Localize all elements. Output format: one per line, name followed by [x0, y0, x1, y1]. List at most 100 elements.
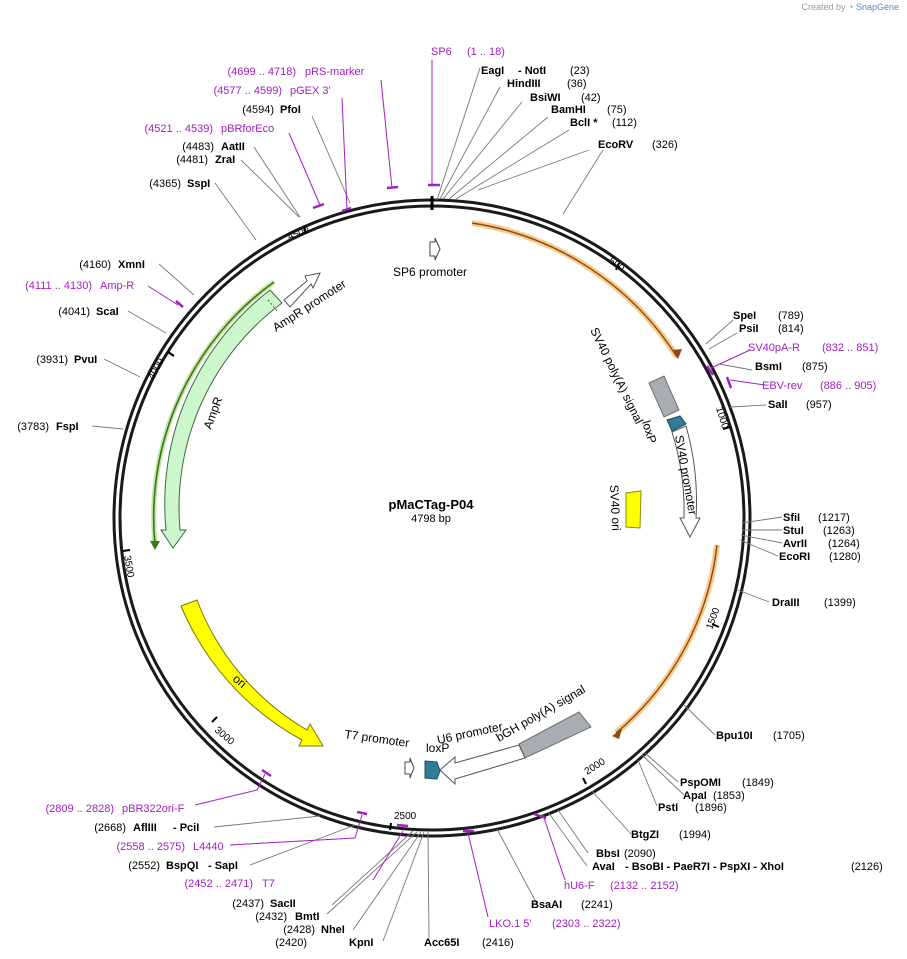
- tick-4000: 4000: [146, 351, 175, 382]
- svg-text:(1705): (1705): [773, 730, 805, 742]
- svg-text:Acc65I: Acc65I: [424, 937, 459, 949]
- site-label: EcoRV(326): [598, 139, 678, 151]
- svg-text:SV40pA-R: SV40pA-R: [748, 342, 800, 354]
- orange-arc-right-arrowhead: [612, 729, 622, 739]
- site-label: BamHI (75): [551, 104, 627, 116]
- site-label: AvaI- BsoBI - PaeR7I - PspXI - XhoI(2126…: [592, 861, 883, 873]
- site-label: BsaAI(2241): [531, 899, 613, 911]
- svg-text:(1 .. 18): (1 .. 18): [467, 46, 505, 58]
- svg-text:BamHI: BamHI: [551, 104, 586, 116]
- sv40-polya-box: [648, 375, 680, 418]
- svg-text:pGEX 3': pGEX 3': [290, 85, 331, 97]
- svg-text:(2437): (2437): [232, 898, 264, 910]
- tick-2500: 2500: [389, 811, 417, 831]
- u6-promoter-arrow: [439, 744, 526, 786]
- svg-text:(1264): (1264): [828, 538, 860, 550]
- svg-text:(832 .. 851): (832 .. 851): [822, 342, 878, 354]
- svg-text:SfiI: SfiI: [783, 512, 800, 524]
- site-label: SfiI(1217): [783, 512, 850, 524]
- site-label: (3783)FspI: [17, 421, 78, 433]
- primer-label: SP6 (1 .. 18): [431, 46, 505, 58]
- svg-text:4500: 4500: [286, 225, 311, 243]
- svg-text:(23): (23): [570, 65, 590, 77]
- credit-brand: SnapGene: [855, 2, 899, 12]
- primer-label: (4577 .. 4599)pGEX 3': [214, 85, 331, 97]
- svg-text:BtgZI: BtgZI: [631, 829, 659, 841]
- svg-text:1500: 1500: [704, 606, 722, 631]
- svg-text:(75): (75): [607, 104, 627, 116]
- svg-text:(4041): (4041): [58, 306, 90, 318]
- primer-label: (2809 .. 2828)pBR322ori-F: [46, 803, 185, 815]
- svg-text:HindIII: HindIII: [507, 78, 541, 90]
- sv40-polya-label: SV40 poly(A) signal: [587, 325, 646, 426]
- svg-text:(1994): (1994): [679, 829, 711, 841]
- ori-arrow: [180, 599, 324, 747]
- plasmid-title-group: pMaCTag-P04 4798 bp: [389, 497, 475, 525]
- site-label: (4483)AatII: [182, 141, 245, 153]
- svg-text:XmnI: XmnI: [118, 259, 145, 271]
- svg-text:(2809 .. 2828): (2809 .. 2828): [46, 803, 115, 815]
- site-label: SpeI(789): [733, 310, 804, 322]
- svg-text:NheI: NheI: [321, 924, 345, 936]
- site-label: ApaI(1853): [683, 790, 745, 802]
- site-label: PstI(1896): [658, 802, 727, 814]
- site-label: BtgZI (1994): [631, 829, 711, 841]
- svg-text:(4483): (4483): [182, 141, 214, 153]
- site-label: Acc65I (2416): [424, 937, 514, 949]
- svg-text:(2668): (2668): [94, 822, 126, 834]
- site-label: BclI *(112): [570, 117, 637, 129]
- svg-text:(2132 .. 2152): (2132 .. 2152): [610, 880, 679, 892]
- svg-text:pRS-marker: pRS-marker: [305, 66, 365, 78]
- svg-text:StuI: StuI: [783, 525, 804, 537]
- site-label: (2420)KpnI: [275, 937, 373, 949]
- site-label: EcoRI(1280): [779, 551, 861, 563]
- svg-text:SalI: SalI: [768, 399, 788, 411]
- svg-text:EcoRV: EcoRV: [598, 139, 634, 151]
- svg-text:(1849): (1849): [742, 777, 774, 789]
- primer-lines: [147, 60, 766, 918]
- svg-text:(2552): (2552): [128, 860, 160, 872]
- site-label: HindIII(36): [507, 78, 587, 90]
- svg-text:BsmI: BsmI: [755, 361, 782, 373]
- site-label: (4160) XmnI: [79, 259, 145, 271]
- svg-text:3500: 3500: [121, 555, 136, 579]
- site-label: (4041)ScaI: [58, 306, 118, 318]
- site-label: BsiWI(42): [530, 92, 601, 104]
- svg-text:2000: 2000: [583, 756, 608, 777]
- site-label: BsmI (875): [755, 361, 828, 373]
- svg-text:1000: 1000: [713, 406, 730, 431]
- site-label: (2668)AflIII- PciI: [94, 822, 199, 834]
- svg-text:BmtI: BmtI: [295, 911, 319, 923]
- site-label: (2437)SacII: [232, 898, 295, 910]
- primer-label: SV40pA-R (832 .. 851): [748, 342, 878, 354]
- svg-text:(957): (957): [806, 399, 832, 411]
- svg-text:SP6: SP6: [431, 46, 452, 58]
- site-label: (2552)BspQI- SapI: [128, 860, 238, 872]
- site-label: StuI(1263): [783, 525, 855, 537]
- svg-text:(4365): (4365): [149, 178, 181, 190]
- svg-text:(4521 .. 4539): (4521 .. 4539): [145, 123, 214, 135]
- svg-text:(2428): (2428): [283, 924, 315, 936]
- plasmid-name: pMaCTag-P04: [389, 497, 475, 512]
- svg-text:(1853): (1853): [713, 790, 745, 802]
- ampr-promoter-arrow: [283, 272, 321, 308]
- primer-label: (4111 .. 4130)Amp-R: [25, 280, 134, 292]
- svg-text:AvrII: AvrII: [783, 538, 807, 550]
- t7-promoter-arrow: [404, 757, 415, 779]
- loxp-right-label: loxP: [639, 419, 659, 445]
- svg-text:(2416): (2416): [482, 937, 514, 949]
- tick-4500: 4500: [286, 225, 311, 243]
- svg-text:(875): (875): [802, 361, 828, 373]
- svg-text:(2126): (2126): [851, 861, 883, 873]
- tick-3500: 3500: [121, 549, 136, 579]
- site-label: Bpu10I(1705): [716, 730, 805, 742]
- svg-text:(2432): (2432): [255, 911, 287, 923]
- svg-text:(4160): (4160): [79, 259, 111, 271]
- svg-text:(4699 .. 4718): (4699 .. 4718): [228, 66, 297, 78]
- site-labels-left: (2420)KpnI (2428) NheI (2432) BmtI (2437)S…: [17, 104, 373, 949]
- svg-text:EBV-rev: EBV-rev: [762, 380, 803, 392]
- site-label: PsiI(814): [739, 323, 804, 335]
- site-label: (3931)PvuI: [36, 354, 97, 366]
- svg-text:(3931): (3931): [36, 354, 68, 366]
